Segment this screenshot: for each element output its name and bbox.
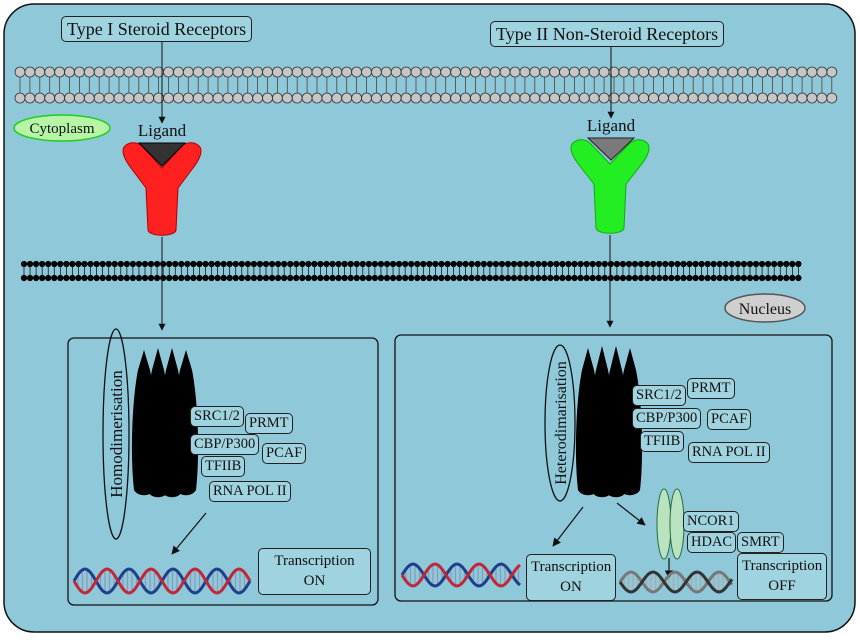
ligand-left-icon xyxy=(137,142,187,167)
factor-rna-pol-ii: RNA POL II xyxy=(209,481,291,502)
plasma-membrane xyxy=(12,66,842,104)
cytoplasm-oval xyxy=(13,114,111,142)
transcription-on-box-right: Transcription ON xyxy=(526,554,616,601)
corepressor-oval-icon xyxy=(669,488,685,560)
ligand-left-label: Ligand xyxy=(138,121,187,140)
right-on-arrow xyxy=(552,506,584,547)
factor-src12-right: SRC1/2 xyxy=(632,385,686,406)
type2-receptor-icon xyxy=(570,139,650,234)
factor-cbp-p300-right: CBP/P300 xyxy=(632,408,702,429)
transcription-off-line2: OFF xyxy=(768,578,796,595)
cytoplasm-label: Cytoplasm xyxy=(29,121,94,137)
transcription-off-box: Transcription OFF xyxy=(737,553,827,600)
factor-rna-pol-ii-right: RNA POL II xyxy=(688,442,770,463)
transcription-on-line2: ON xyxy=(303,573,326,590)
corepressor-hdac: HDAC xyxy=(687,532,737,553)
heterodimer-icon xyxy=(575,346,643,498)
transcription-on-line1: Transcription xyxy=(274,553,355,569)
type2-title: Type II Non-Steroid Receptors xyxy=(490,21,725,47)
dna-helix-active-icon xyxy=(400,562,521,588)
right-corepressor-arrow xyxy=(616,502,646,526)
homodimerisation-label: Homodimerisation xyxy=(107,370,126,498)
corepressor-smrt: SMRT xyxy=(737,532,784,553)
corepressor-oval-icon xyxy=(656,488,672,560)
left-transcription-arrow xyxy=(171,512,207,555)
nucleus-oval xyxy=(724,293,806,323)
transcription-on-box-left: Transcription ON xyxy=(258,548,371,595)
dna-helix-left-icon xyxy=(72,567,252,595)
heterodimarisation-label: Heterodimarisation xyxy=(553,361,570,485)
factor-prmt-right: PRMT xyxy=(687,378,735,399)
heterodimarisation-oval xyxy=(544,344,576,502)
nuclear-membrane xyxy=(20,260,802,282)
nucleus-label: Nucleus xyxy=(739,301,791,318)
factor-src12: SRC1/2 xyxy=(190,406,244,427)
factor-tfiib-right: TFIIB xyxy=(640,431,685,452)
factor-prmt: PRMT xyxy=(245,413,293,434)
transcription-off-line1: Transcription xyxy=(742,558,823,574)
dna-helix-silenced-icon xyxy=(618,570,734,594)
factor-pcaf: PCAF xyxy=(262,443,307,464)
corepressor-ncor1: NCOR1 xyxy=(683,511,739,532)
factor-tfiib: TFIIB xyxy=(201,456,246,477)
factor-pcaf-right: PCAF xyxy=(707,409,752,430)
transcription-on-right-line2: ON xyxy=(560,579,582,596)
ligand-right-label: Ligand xyxy=(587,116,636,135)
type1-title: Type I Steroid Receptors xyxy=(61,16,253,42)
transcription-on-right-line1: Transcription xyxy=(531,559,612,575)
factor-cbp-p300: CBP/P300 xyxy=(190,434,260,455)
homodimer-icon xyxy=(131,348,199,498)
ligand-right-icon xyxy=(586,137,636,161)
homodimerisation-oval xyxy=(102,328,130,540)
